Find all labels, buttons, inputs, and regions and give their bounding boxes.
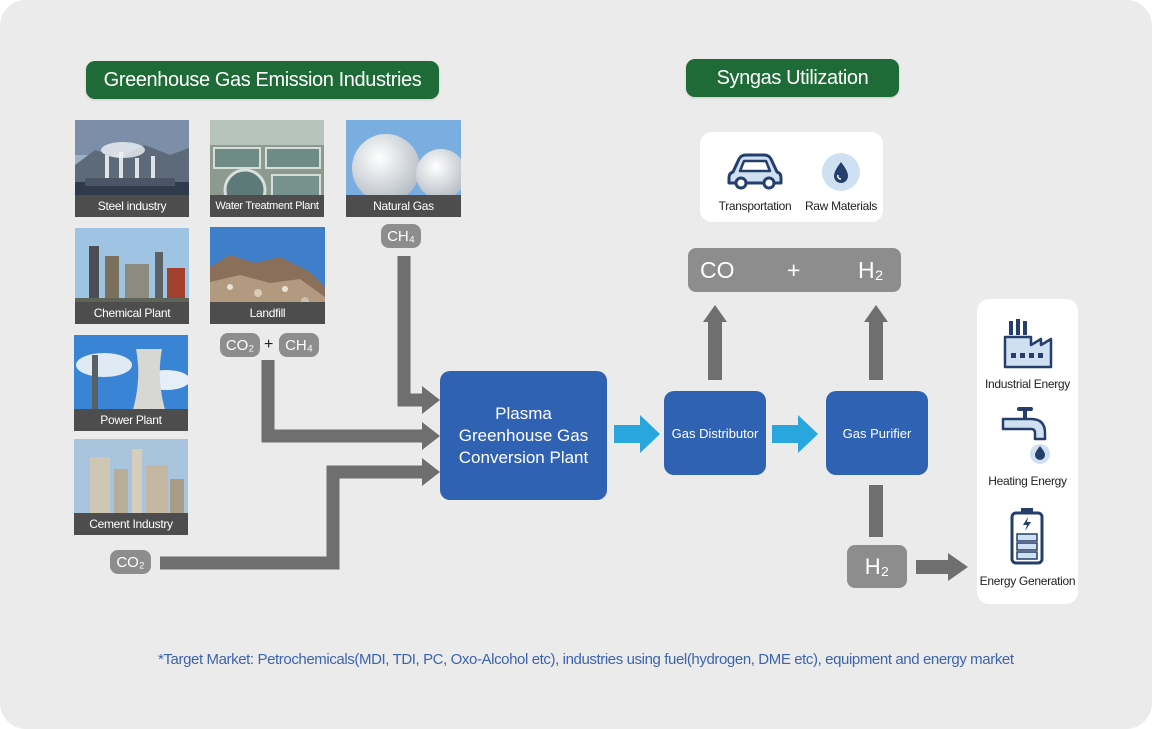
industry-label: Power Plant [74,409,188,431]
arrowhead-to-h2 [864,305,888,322]
arrow-plant-to-distributor [614,415,660,453]
industry-label: Natural Gas [346,195,461,217]
arrowhead-to-energy [948,553,968,581]
emission-industries-heading: Greenhouse Gas Emission Industries [86,61,439,99]
co2-pill: CO₂ [110,550,151,574]
industry-label: Water Treatment Plant [210,195,324,217]
arrowhead-co2 [422,458,440,486]
natural-gas-photo: Natural Gas [346,120,461,217]
co2-pill: CO₂ [220,333,260,357]
arrow-natural-gas-to-plant [397,256,424,407]
water-treatment-photo: Water Treatment Plant [210,120,324,217]
battery-icon [1010,508,1044,565]
faucet-icon [1001,407,1050,464]
utilization-card: Transportation Raw Materials [700,132,883,222]
plus-sign: + [264,336,274,353]
plant-label-line: Conversion Plant [458,447,589,467]
energy-card: Industrial Energy Heating Energy Energy … [977,299,1078,604]
landfill-photo: Landfill [210,227,325,324]
raw-materials-label: Raw Materials [804,199,878,213]
arrowhead-to-co [703,305,727,322]
plant-label-line: Greenhouse Gas [458,425,589,445]
arrow-hydrogen-to-energy-shaft [916,560,950,574]
syngas-utilization-heading: Syngas Utilization [686,59,899,97]
droplet-icon [822,153,860,191]
gas-distributor-node: Gas Distributor [664,391,766,475]
heating-energy-label: Heating Energy [988,474,1067,488]
chemical-plant-photo: Chemical Plant [75,228,189,324]
arrowhead-natural-gas [422,386,440,414]
hydrogen-pill: H₂ [847,545,907,588]
car-icon [727,153,783,190]
arrow-distributor-to-co-shaft [708,320,722,380]
arrowhead-landfill [422,422,440,450]
co-label: CO [700,256,735,283]
plus-sign: + [787,256,801,283]
ch4-pill: CH₄ [279,333,319,357]
cement-industry-photo: Cement Industry [74,439,188,535]
arrow-co2-to-plant [160,465,424,570]
arrow-landfill-to-plant [261,360,424,443]
transportation-label: Transportation [718,199,792,213]
ch4-pill: CH₄ [381,224,421,248]
gas-purifier-node: Gas Purifier [826,391,928,475]
syngas-bar: CO + H₂ [688,248,901,292]
plasma-conversion-plant-node: Plasma Greenhouse Gas Conversion Plant [440,371,607,500]
industrial-energy-label: Industrial Energy [985,377,1070,391]
industry-label: Landfill [210,302,325,324]
plant-label-line: Plasma [495,403,552,423]
factory-icon [1003,319,1053,369]
steel-industry-photo: Steel industry [75,120,189,217]
industry-label: Chemical Plant [75,302,189,324]
arrow-purifier-to-h2-shaft [869,320,883,380]
target-market-footnote: *Target Market: Petrochemicals(MDI, TDI,… [158,651,1014,668]
industry-label: Cement Industry [74,513,188,535]
energy-generation-label: Energy Generation [979,574,1076,588]
arrow-distributor-to-purifier [772,415,818,453]
arrow-purifier-to-hydrogen [869,485,883,537]
power-plant-photo: Power Plant [74,335,188,431]
h2-label: H₂ [858,256,884,283]
industry-label: Steel industry [75,195,189,217]
